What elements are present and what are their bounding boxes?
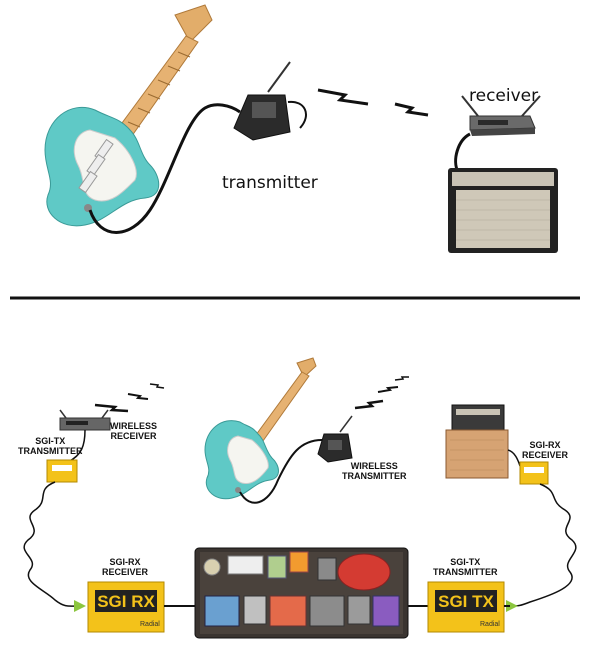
sgi-rx-box-text: SGI RX bbox=[97, 592, 155, 611]
label-line: TRANSMITTER bbox=[342, 471, 407, 481]
label-line: TRANSMITTER bbox=[18, 446, 83, 456]
sgi-rx-receiver-label-right: SGI-RX RECEIVER bbox=[522, 440, 568, 460]
label-line: WIRELESS bbox=[110, 421, 158, 431]
sgi-tx-transmitter-label-left: SGI-TX TRANSMITTER bbox=[18, 436, 83, 456]
wireless-transmitter-small-image bbox=[317, 415, 353, 463]
sgi-tx-box-text: SGI TX bbox=[438, 592, 494, 611]
signal-zigzag-icon bbox=[94, 403, 129, 413]
long-cable-left bbox=[23, 481, 79, 607]
signal-zigzag-icon bbox=[394, 376, 409, 381]
pedalboard-image bbox=[194, 547, 409, 639]
sgi-rx-box: SGI RX Radial bbox=[87, 581, 165, 633]
signal-zigzag-icon bbox=[149, 383, 165, 389]
guitar-image-top bbox=[44, 4, 213, 227]
sgi-rx-maker: Radial bbox=[140, 621, 160, 628]
label-line: WIRELESS bbox=[350, 461, 398, 471]
label-line: TRANSMITTER bbox=[433, 567, 498, 577]
signal-zigzag-icon bbox=[394, 102, 429, 117]
signal-arrow-icon bbox=[74, 600, 86, 612]
sgi-rx-small-unit bbox=[519, 461, 549, 485]
sgi-tx-box: SGI TX Radial bbox=[427, 581, 505, 633]
sgi-rx-receiver-label-lower: SGI-RX RECEIVER bbox=[102, 557, 148, 577]
sgi-tx-transmitter-label-lower: SGI-TX TRANSMITTER bbox=[433, 557, 498, 577]
receiver-label: receiver bbox=[469, 86, 539, 106]
label-line: RECEIVER bbox=[522, 450, 569, 460]
label-line: RECEIVER bbox=[102, 567, 149, 577]
cable-receiver-to-amp bbox=[454, 132, 471, 173]
sgi-tx-small-unit bbox=[46, 459, 78, 483]
guitar-amp-image bbox=[448, 168, 558, 253]
label-line: SGI-TX bbox=[35, 436, 66, 446]
signal-zigzag-icon bbox=[127, 393, 149, 400]
signal-arrow-icon bbox=[506, 600, 518, 612]
cable-guitar-to-wireless-tx bbox=[239, 439, 323, 504]
guitar-amp-small-image bbox=[445, 404, 509, 479]
long-cable-right bbox=[509, 483, 577, 607]
wireless-receiver-small-image bbox=[59, 409, 111, 431]
label-line: SGI-RX bbox=[109, 557, 141, 567]
label-line: RECEIVER bbox=[110, 431, 157, 441]
sgi-tx-maker: Radial bbox=[480, 621, 500, 628]
cable-guitar-to-transmitter bbox=[88, 103, 241, 234]
signal-zigzag-icon bbox=[377, 386, 399, 393]
wireless-receiver-image bbox=[461, 95, 541, 136]
signal-zigzag-icon bbox=[317, 88, 369, 106]
signal-zigzag-icon bbox=[354, 399, 384, 410]
wireless-receiver-label: WIRELESS RECEIVER bbox=[110, 421, 157, 441]
wireless-transmitter-label: WIRELESS TRANSMITTER bbox=[342, 461, 407, 481]
label-line: SGI-RX bbox=[529, 440, 561, 450]
bodypack-transmitter-image bbox=[233, 61, 307, 141]
label-line: SGI-TX bbox=[450, 557, 481, 567]
guitar-image-bottom bbox=[204, 357, 317, 500]
transmitter-label: transmitter bbox=[222, 173, 318, 193]
